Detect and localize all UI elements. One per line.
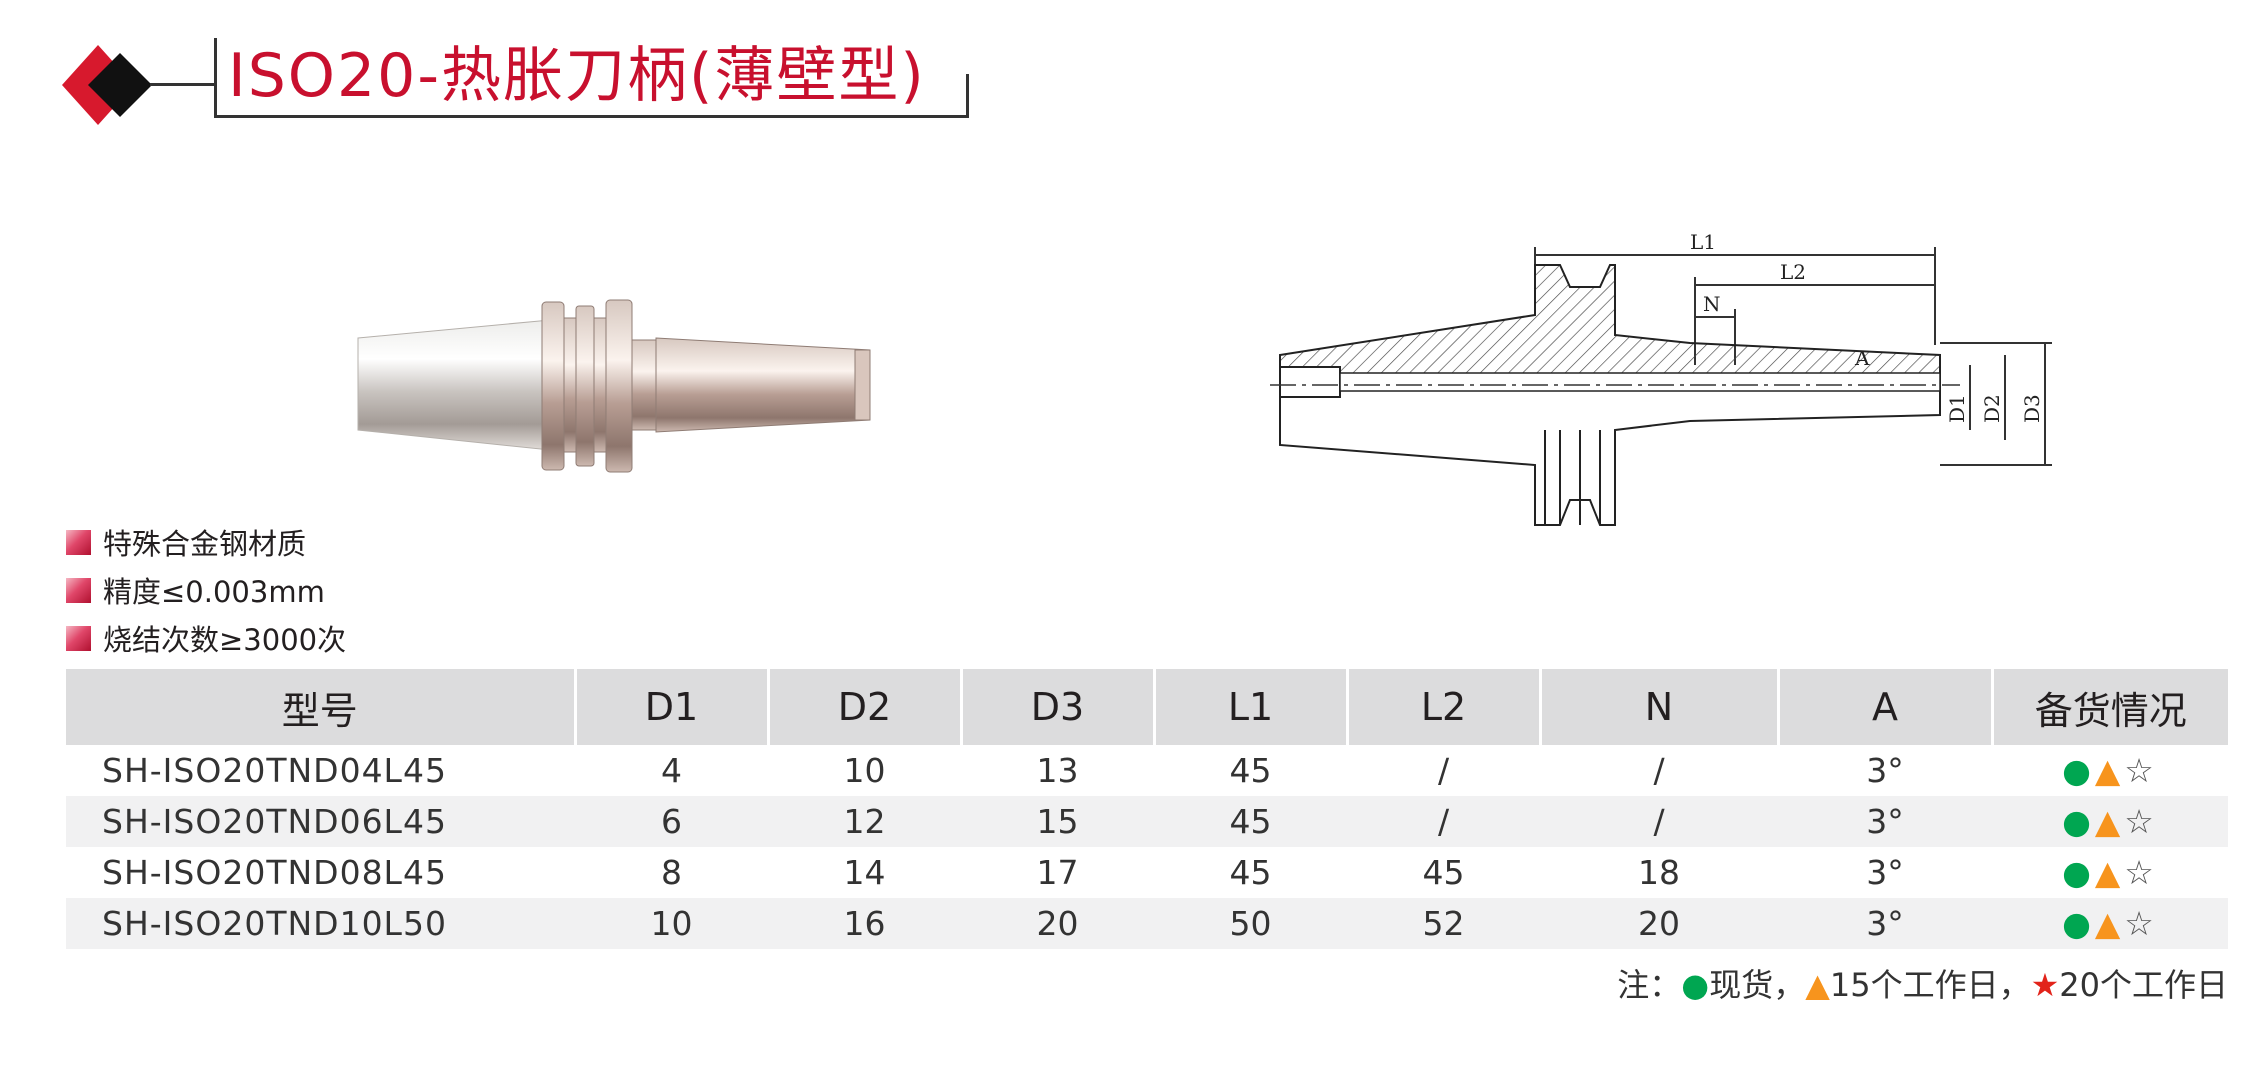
cell-l2: / <box>1437 751 1450 790</box>
legend-dot-icon: ● <box>1681 966 1710 1004</box>
cell-stock: ●▲☆ <box>1992 898 2228 949</box>
dim-label-l1: L1 <box>1690 230 1716 254</box>
status-star-icon: ☆ <box>2124 802 2158 841</box>
cell-l2: 45 <box>1422 853 1465 892</box>
header-underline <box>214 115 969 118</box>
legend-15-days: 15个工作日， <box>1829 966 2031 1004</box>
status-star-icon: ☆ <box>2124 853 2158 892</box>
dim-label-d1: D1 <box>1945 394 1969 423</box>
table-row: SH-ISO20TND10L50 10 16 20 50 52 20 3° ●▲… <box>66 898 2228 949</box>
header-bracket-right <box>966 74 969 118</box>
cell-d2: 16 <box>768 898 961 949</box>
cell-n: / <box>1653 751 1665 790</box>
cell-a: 3° <box>1778 898 1992 949</box>
cell-d1: 10 <box>575 898 768 949</box>
technical-drawing: L1 L2 N A D1 D2 D3 <box>1270 230 2052 526</box>
table-row: SH-ISO20TND04L45 4 10 13 45 / / 3° ●▲☆ <box>66 745 2228 796</box>
col-header-l2: L2 <box>1345 669 1540 745</box>
double-diamond-logo-icon <box>62 45 152 125</box>
cell-a: 3° <box>1778 796 1992 847</box>
cell-d3: 17 <box>1036 853 1079 892</box>
legend-20-days: 20个工作日 <box>2059 966 2228 1004</box>
table-header-row: 型号 D1 D2 D3 L1 L2 N A 备货情况 <box>66 669 2228 745</box>
cell-d2: 12 <box>768 796 961 847</box>
legend-prefix: 注： <box>1617 966 1682 1004</box>
cell-l1: 45 <box>1229 853 1272 892</box>
status-dot-icon: ● <box>2062 751 2095 790</box>
page-title: ISO20-热胀刀柄(薄壁型) <box>228 41 926 111</box>
feature-item: 烧结次数≥3000次 <box>66 614 346 662</box>
feature-text: 精度≤0.003mm <box>103 575 325 609</box>
cell-n: 20 <box>1540 898 1778 949</box>
table-row: SH-ISO20TND08L45 8 14 17 45 45 18 3° ●▲☆ <box>66 847 2228 898</box>
feature-item: 特殊合金钢材质 <box>66 518 346 566</box>
header-rule-left <box>150 83 216 86</box>
status-dot-icon: ● <box>2062 853 2095 892</box>
cell-n: / <box>1540 796 1778 847</box>
table-row: SH-ISO20TND06L45 6 12 15 45 / / 3° ●▲☆ <box>66 796 2228 847</box>
cell-model: SH-ISO20TND04L45 <box>102 751 447 790</box>
feature-text: 特殊合金钢材质 <box>103 527 307 561</box>
cell-d1: 4 <box>661 751 682 790</box>
cell-d3: 20 <box>961 898 1154 949</box>
cell-stock: ●▲☆ <box>1992 796 2228 847</box>
col-header-d1: D1 <box>573 669 768 745</box>
col-header-model: 型号 <box>66 669 575 745</box>
col-header-l1: L1 <box>1152 669 1347 745</box>
bullet-square-icon <box>66 625 91 651</box>
cell-d3: 15 <box>961 796 1154 847</box>
cell-model: SH-ISO20TND10L50 <box>66 898 575 949</box>
tool-holder-photo <box>357 299 871 473</box>
status-star-icon: ☆ <box>2124 751 2158 790</box>
dim-label-d3: D3 <box>2020 394 2044 423</box>
dim-label-a: A <box>1854 346 1870 370</box>
cell-l2: 52 <box>1347 898 1540 949</box>
status-dot-icon: ● <box>2062 904 2095 943</box>
col-header-a: A <box>1776 669 1992 745</box>
header-bracket-left <box>214 38 217 118</box>
feature-text: 烧结次数≥3000次 <box>103 623 347 657</box>
col-header-d3: D3 <box>959 669 1154 745</box>
cell-l1: 50 <box>1154 898 1347 949</box>
cell-l2: / <box>1347 796 1540 847</box>
status-dot-icon: ● <box>2062 802 2095 841</box>
status-star-icon: ☆ <box>2124 904 2158 943</box>
bullet-square-icon <box>66 577 91 603</box>
stock-legend: 注：●现货，▲15个工作日，★20个工作日 <box>1556 960 2228 1006</box>
spec-table: 型号 D1 D2 D3 L1 L2 N A 备货情况 SH-ISO20TND04… <box>66 669 2228 949</box>
cell-d1: 6 <box>575 796 768 847</box>
cell-model: SH-ISO20TND06L45 <box>66 796 575 847</box>
legend-in-stock: 现货， <box>1709 966 1806 1004</box>
cell-l1: 45 <box>1154 796 1347 847</box>
dim-label-d2: D2 <box>1980 394 2004 423</box>
bullet-square-icon <box>66 529 91 555</box>
status-triangle-icon: ▲ <box>2094 904 2125 943</box>
cell-model: SH-ISO20TND08L45 <box>102 853 447 892</box>
cell-stock: ●▲☆ <box>1992 745 2228 796</box>
status-triangle-icon: ▲ <box>2094 853 2125 892</box>
cell-a: 3° <box>1866 751 1904 790</box>
cell-d1: 8 <box>661 853 682 892</box>
dim-label-l2: L2 <box>1780 260 1806 284</box>
feature-item: 精度≤0.003mm <box>66 566 346 614</box>
cell-stock: ●▲☆ <box>1992 847 2228 898</box>
status-triangle-icon: ▲ <box>2094 751 2125 790</box>
status-triangle-icon: ▲ <box>2094 802 2125 841</box>
dim-label-n: N <box>1703 292 1721 316</box>
cell-d3: 13 <box>1036 751 1079 790</box>
cell-a: 3° <box>1866 853 1904 892</box>
cell-n: 18 <box>1638 853 1680 892</box>
cell-d2: 10 <box>843 751 886 790</box>
col-header-n: N <box>1538 669 1778 745</box>
legend-star-icon: ★ <box>2030 966 2060 1004</box>
cell-l1: 45 <box>1229 751 1272 790</box>
col-header-stock: 备货情况 <box>1990 669 2228 745</box>
cell-d2: 14 <box>843 853 886 892</box>
legend-triangle-icon: ▲ <box>1805 966 1830 1004</box>
feature-list: 特殊合金钢材质 精度≤0.003mm 烧结次数≥3000次 <box>66 518 346 662</box>
col-header-d2: D2 <box>766 669 961 745</box>
